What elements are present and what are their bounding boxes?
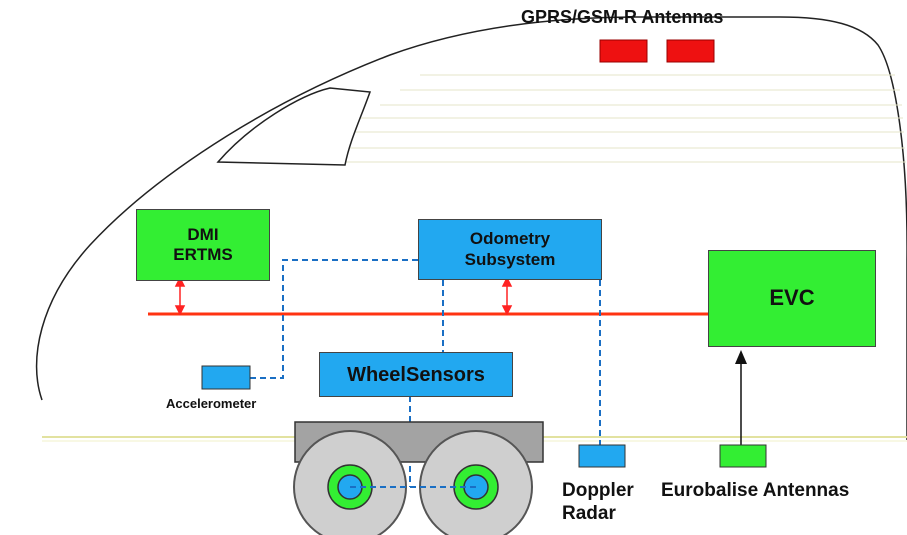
odometry-label: Odometry — [469, 229, 551, 249]
radar-label: Radar — [562, 502, 616, 524]
accelerometer-link — [250, 259, 418, 379]
train-body-outline — [35, 16, 907, 440]
evc-box: EVC — [708, 250, 876, 347]
gprs-antenna-left — [599, 39, 648, 63]
odometry-subsystem-box: Odometry Subsystem — [418, 219, 602, 280]
ertms-label: ERTMS — [173, 245, 233, 264]
accelerometer-box — [201, 365, 251, 390]
wheel-sensors-box: WheelSensors — [319, 352, 513, 397]
accelerometer-label: Accelerometer — [166, 396, 257, 411]
doppler-radar-label: Doppler Radar — [562, 480, 634, 526]
dmi-ertms-box: DMI ERTMS — [136, 209, 270, 281]
doppler-label: Doppler — [562, 480, 634, 501]
dmi-label: DMI — [187, 224, 219, 244]
doppler-radar-box — [578, 444, 626, 468]
windshield — [216, 87, 372, 166]
eurobalise-antenna-box — [719, 444, 767, 468]
antennas-title: GPRS/GSM-R Antennas — [521, 7, 724, 27]
eurobalise-label: Eurobalise Antennas — [661, 480, 850, 501]
gprs-antenna-right — [666, 39, 715, 63]
body-stripes — [320, 74, 906, 163]
wheel-left — [293, 430, 407, 535]
wheel-right — [419, 430, 533, 535]
wheel-sensors-label: WheelSensors — [347, 363, 485, 386]
evc-label: EVC — [769, 285, 815, 311]
subsystem-label: Subsystem — [464, 249, 556, 269]
